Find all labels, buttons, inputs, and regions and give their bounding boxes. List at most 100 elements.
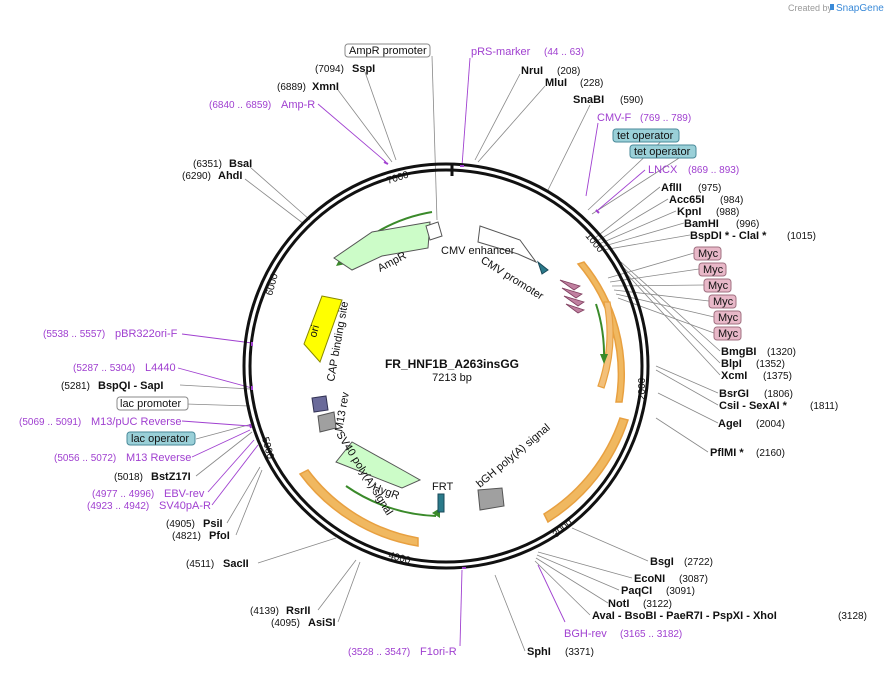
site-pos: (1806) xyxy=(764,389,793,400)
ampr-promoter-feature xyxy=(425,221,443,241)
site-name: AsiSI xyxy=(308,617,336,629)
bgh-label: bGH poly(A) signal xyxy=(474,422,552,491)
orf-arc-2 xyxy=(543,417,629,524)
primer-name: L4440 xyxy=(145,362,176,374)
primer-pos: (4977 .. 4996) xyxy=(92,489,154,500)
site-pos: (3087) xyxy=(679,574,708,585)
primer-name: M13/pUC Reverse xyxy=(91,416,181,428)
site-pos: (2722) xyxy=(684,557,713,568)
frt-label: FRT xyxy=(432,481,453,493)
site-pos: (208) xyxy=(557,66,580,77)
site-name: XcmI xyxy=(721,370,747,382)
myc-label-1: Myc xyxy=(698,248,719,260)
site-pos: (2160) xyxy=(756,448,785,459)
myc-arrows xyxy=(559,279,586,314)
site-pos: (1320) xyxy=(767,347,796,358)
lac-promoter-box xyxy=(116,396,189,411)
site-pos: (988) xyxy=(716,207,739,218)
backbone-inner xyxy=(248,168,644,564)
plasmid-name: FR_HNF1B_A263insGG xyxy=(385,357,519,371)
ampr-promoter-box xyxy=(344,43,431,58)
site-pos: (975) xyxy=(698,183,721,194)
orf-arcs xyxy=(298,261,629,547)
site-pos: (3371) xyxy=(565,647,594,658)
primer-pos: (4923 .. 4942) xyxy=(87,501,149,512)
tet-operator-label-1: tet operator xyxy=(617,130,674,142)
tick-4000: 4000 xyxy=(387,550,412,566)
ampr-feature xyxy=(333,221,431,271)
site-name: PsiI xyxy=(203,518,223,530)
site-name: PaqCI xyxy=(621,585,652,597)
orf-arc-4 xyxy=(597,301,614,389)
site-name: BspQI - SapI xyxy=(98,380,163,392)
primer-pos: (869 .. 893) xyxy=(688,165,739,176)
site-name: SspI xyxy=(352,63,375,75)
primer-name: Amp-R xyxy=(281,99,315,111)
primer-pos: (769 .. 789) xyxy=(640,113,691,124)
site-name: KpnI xyxy=(677,206,701,218)
site-name: BspDI * - ClaI * xyxy=(690,230,767,242)
site-name: MluI xyxy=(545,77,567,89)
tick-3000: 3000 xyxy=(551,517,575,540)
myc-label-2: Myc xyxy=(703,264,724,276)
cmv-enhancer-label: CMV enhancer xyxy=(441,245,515,257)
m13rev-label: M13 rev xyxy=(333,391,352,433)
site-name: SacII xyxy=(223,558,249,570)
gray-feature xyxy=(317,411,337,433)
site-pos: (4511) xyxy=(186,559,214,570)
cds-green-arc xyxy=(595,303,606,361)
site-name: BstZ17I xyxy=(151,471,191,483)
primer-pos: (3165 .. 3182) xyxy=(620,629,682,640)
site-pos: (228) xyxy=(580,78,603,89)
site-pos: (7094) xyxy=(315,64,344,75)
primer-name: pRS-marker xyxy=(471,46,531,58)
site-name: BsgI xyxy=(650,556,674,568)
site-name: PfoI xyxy=(209,530,230,542)
site-name: AflII xyxy=(661,182,682,194)
lac-feature xyxy=(311,395,329,413)
site-name: EcoNI xyxy=(634,573,665,585)
cmv-enhancer-feature xyxy=(477,225,538,264)
backbone-outer xyxy=(242,162,650,570)
site-pos: (6889) xyxy=(277,82,306,93)
primer-pos: (5538 .. 5557) xyxy=(43,329,105,340)
snapgene-logo-icon xyxy=(830,4,834,10)
cds-green-arrowhead xyxy=(600,354,608,364)
site-pos: (3128) xyxy=(838,611,867,622)
myc-label-6: Myc xyxy=(718,328,739,340)
site-pos: (1015) xyxy=(787,231,816,242)
site-name: SphI xyxy=(527,646,551,658)
tet-operator-label-2: tet operator xyxy=(634,146,691,158)
ori-feature xyxy=(303,295,343,363)
site-pos: (4139) xyxy=(250,606,279,617)
site-name: BsrGI xyxy=(719,388,749,400)
primer-name: M13 Reverse xyxy=(126,452,191,464)
primer-name: CMV-F xyxy=(597,112,632,124)
primer-leader-lines xyxy=(177,57,646,647)
primer-pos: (5056 .. 5072) xyxy=(54,453,116,464)
tet-operator-box-2 xyxy=(629,144,697,159)
site-name: NruI xyxy=(521,65,543,77)
site-pos: (3122) xyxy=(643,599,672,610)
leader-lines xyxy=(179,55,721,652)
primer-name: LNCX xyxy=(648,164,678,176)
lac-operator-box xyxy=(126,431,196,446)
lac-operator-label: lac operator xyxy=(131,433,189,445)
site-name: AhdI xyxy=(218,170,242,182)
site-name: PflMI * xyxy=(710,447,744,459)
site-name: NotI xyxy=(608,598,629,610)
tick-1000: 1000 xyxy=(583,231,606,255)
site-pos: (1375) xyxy=(763,371,792,382)
site-name: AgeI xyxy=(718,418,742,430)
watermark-brand: SnapGene xyxy=(836,3,884,14)
primer-name: F1ori-R xyxy=(420,646,457,658)
site-pos: (590) xyxy=(620,95,643,106)
primer-name: BGH-rev xyxy=(564,628,607,640)
watermark-created-by: Created by xyxy=(788,3,833,13)
primer-pos: (3528 .. 3547) xyxy=(348,647,410,658)
frt-feature xyxy=(437,493,445,513)
site-name: AvaI - BsoBI - PaeR7I - PspXI - XhoI xyxy=(592,610,777,622)
ampr-promoter-box-label: AmpR promoter xyxy=(349,45,427,57)
lac-promoter-label: lac promoter xyxy=(120,398,181,410)
